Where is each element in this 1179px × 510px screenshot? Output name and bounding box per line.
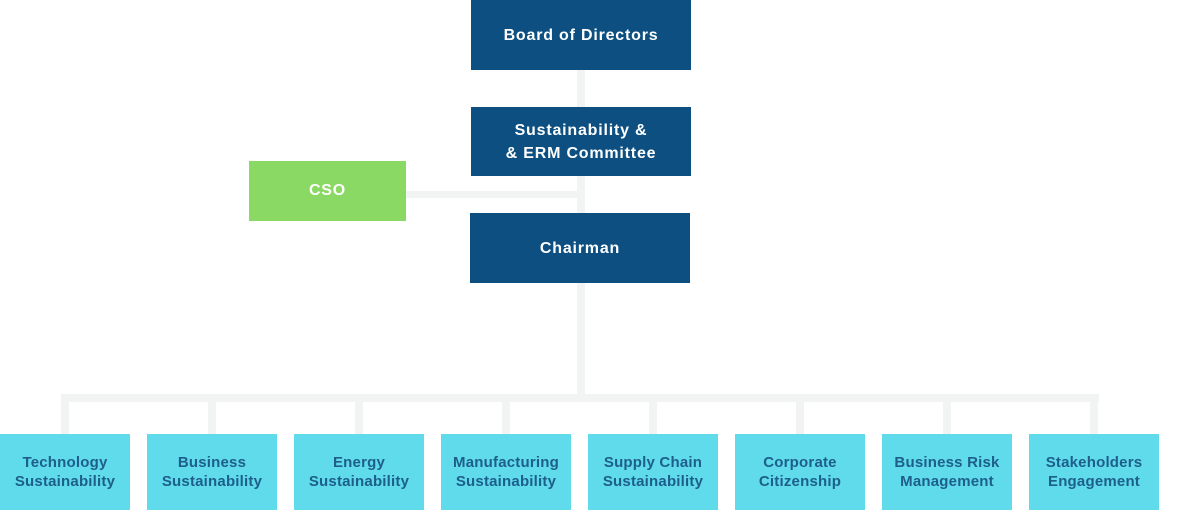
connector-stub-6 bbox=[796, 394, 804, 435]
connector-stub-4 bbox=[502, 394, 510, 435]
connector-cso-branch bbox=[406, 191, 577, 198]
node-corporate-citizenship: Corporate Citizenship bbox=[735, 434, 865, 510]
dept-label-line1: Manufacturing bbox=[453, 454, 559, 471]
dept-label-line2: Sustainability bbox=[161, 473, 263, 490]
dept-label-line1: Business Risk bbox=[894, 454, 1000, 471]
connector-stub-2 bbox=[208, 394, 216, 435]
node-board-of-directors: Board of Directors bbox=[471, 0, 691, 70]
node-technology-sustainability: Technology Sustainability bbox=[0, 434, 130, 510]
dept-label-line2: Sustainability bbox=[455, 473, 557, 490]
node-committee-label-line2: & ERM Committee bbox=[505, 144, 657, 162]
dept-label-line1: Business bbox=[177, 454, 247, 471]
dept-label-line2: Engagement bbox=[1047, 473, 1140, 490]
dept-label-line1: Corporate bbox=[763, 454, 837, 471]
connector-committee-chairman bbox=[577, 176, 585, 213]
dept-label-line2: Sustainability bbox=[602, 473, 704, 490]
node-manufacturing-sustainability: Manufacturing Sustainability bbox=[441, 434, 571, 510]
dept-label-line1: Supply Chain bbox=[603, 454, 703, 471]
node-board-label: Board of Directors bbox=[503, 26, 659, 44]
connector-chairman-spine bbox=[577, 283, 585, 394]
connector-spine bbox=[62, 394, 1099, 402]
node-energy-sustainability: Energy Sustainability bbox=[294, 434, 424, 510]
dept-label-line2: Citizenship bbox=[758, 473, 842, 490]
node-cso: CSO bbox=[249, 161, 406, 221]
node-stakeholders-engagement: Stakeholders Engagement bbox=[1029, 434, 1159, 510]
dept-label-line1: Stakeholders bbox=[1045, 454, 1143, 471]
node-business-risk-management: Business Risk Management bbox=[882, 434, 1012, 510]
dept-label-line2: Sustainability bbox=[14, 473, 116, 490]
connector-stub-8 bbox=[1090, 394, 1098, 435]
connector-stub-1 bbox=[61, 394, 69, 435]
node-supply-chain-sustainability: Supply Chain Sustainability bbox=[588, 434, 718, 510]
dept-label-line1: Technology bbox=[22, 454, 108, 471]
node-chairman-label: Chairman bbox=[539, 239, 621, 257]
dept-label-line2: Sustainability bbox=[308, 473, 410, 490]
dept-label-line2: Management bbox=[900, 473, 994, 490]
node-sustainability-erm-committee: Sustainability & & ERM Committee bbox=[471, 107, 691, 176]
connector-stub-3 bbox=[355, 394, 363, 435]
node-committee-label-line1: Sustainability & bbox=[514, 121, 648, 139]
node-business-sustainability: Business Sustainability bbox=[147, 434, 277, 510]
connector-stub-7 bbox=[943, 394, 951, 435]
connector-board-committee bbox=[577, 70, 585, 107]
node-chairman: Chairman bbox=[470, 213, 690, 283]
connector-stub-5 bbox=[649, 394, 657, 435]
dept-label-line1: Energy bbox=[332, 454, 386, 471]
node-cso-label: CSO bbox=[308, 182, 347, 199]
